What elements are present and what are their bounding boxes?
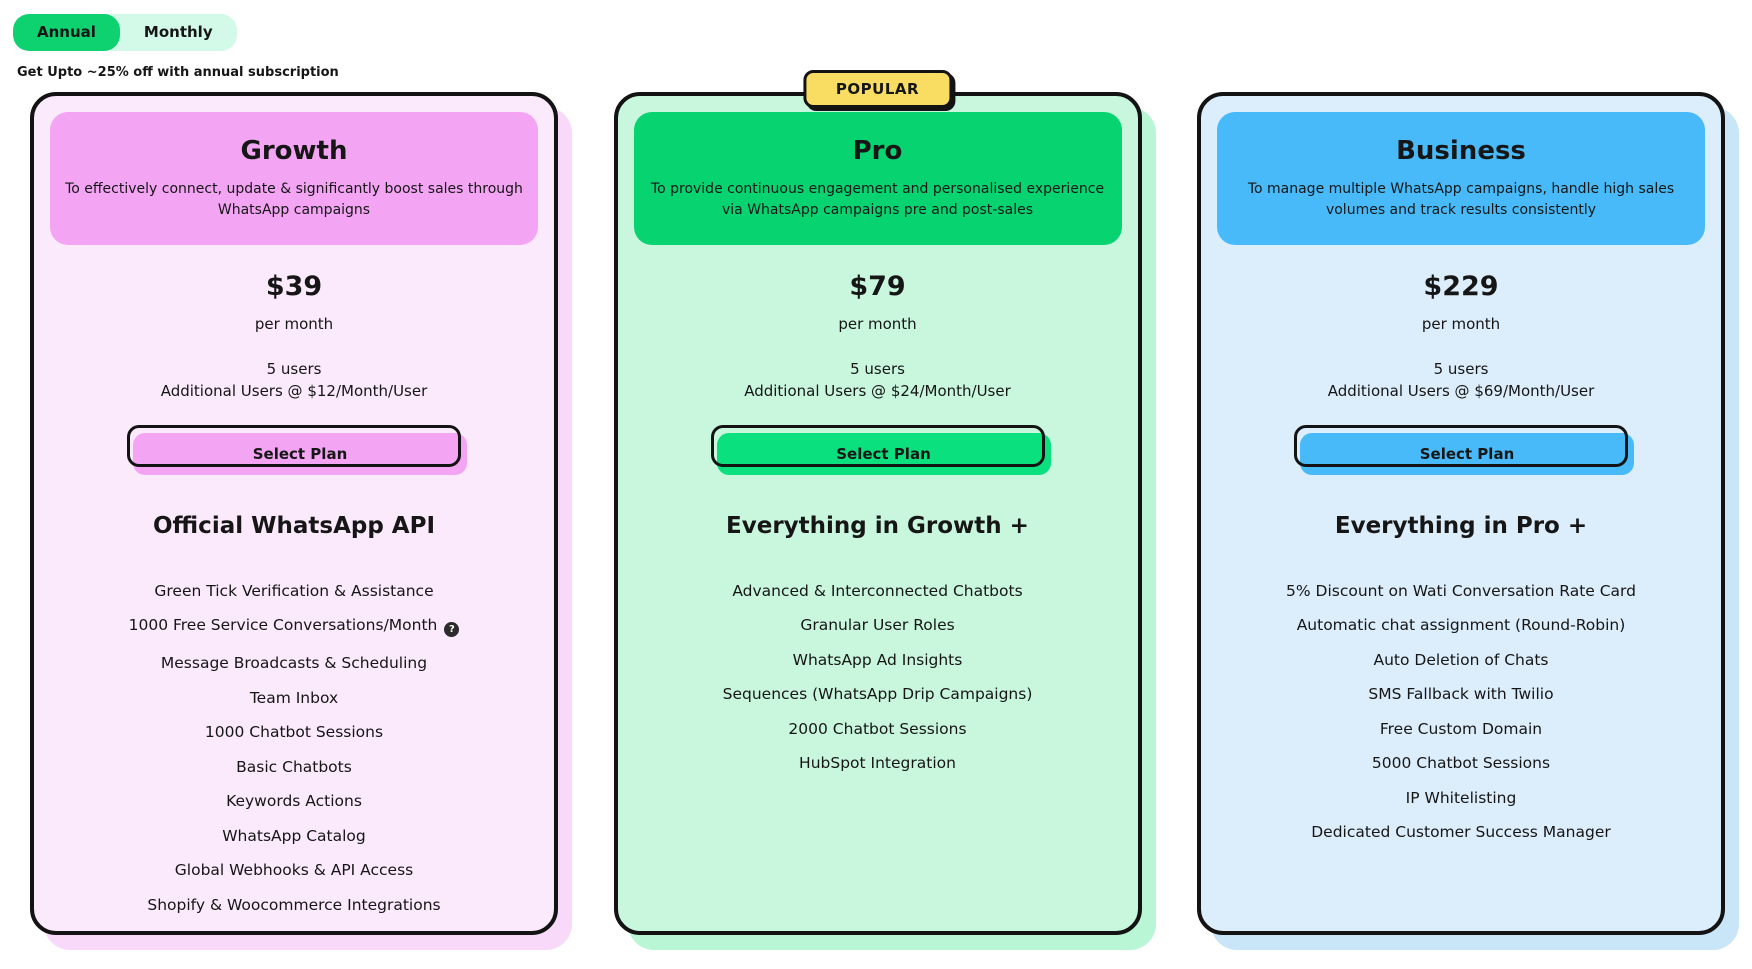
select-plan-button-business[interactable]: Select Plan: [1294, 424, 1634, 475]
feature-item: WhatsApp Ad Insights: [792, 650, 963, 669]
feature-item: 1000 Free Service Conversations/Month?: [34, 616, 554, 637]
plan-description: To effectively connect, update & signifi…: [65, 181, 523, 218]
plan-header-business: Business To manage multiple WhatsApp cam…: [1217, 112, 1705, 245]
feature-item: Granular User Roles: [800, 616, 955, 634]
select-plan-label: Select Plan: [1300, 432, 1634, 475]
plan-description: To manage multiple WhatsApp campaigns, h…: [1247, 181, 1675, 218]
additional-users: Additional Users @ $24/Month/User: [744, 381, 1011, 400]
button-outline: [710, 424, 1045, 467]
features-heading: Official WhatsApp API: [152, 512, 436, 539]
plan-card-pro: POPULAR Pro To provide continuous engage…: [613, 70, 1142, 935]
feature-item: Auto Deletion of Chats: [1373, 650, 1549, 669]
plan-header-growth: Growth To effectively connect, update & …: [50, 112, 538, 245]
included-users: 5 users: [266, 360, 322, 378]
additional-users: Additional Users @ $69/Month/User: [1327, 381, 1595, 400]
discount-note: Get Upto ~25% off with annual subscripti…: [17, 65, 339, 80]
plan-description: To provide continuous engagement and per…: [650, 181, 1105, 218]
plan-name: Business: [1396, 136, 1526, 166]
feature-item: WhatsApp Catalog: [222, 826, 366, 845]
additional-users: Additional Users @ $12/Month/User: [160, 381, 428, 400]
feature-item: Global Webhooks & API Access: [174, 861, 414, 879]
feature-item: 1000 Chatbot Sessions: [204, 723, 384, 741]
feature-list-pro: Advanced & Interconnected Chatbots Granu…: [618, 581, 1138, 772]
select-plan-button-pro[interactable]: Select Plan: [710, 424, 1051, 475]
feature-item: Sequences (WhatsApp Drip Campaigns): [722, 685, 1033, 703]
plan-header-pro: Pro To provide continuous engagement and…: [633, 112, 1122, 245]
plan-card-growth: Growth To effectively connect, update & …: [30, 92, 558, 935]
included-users: 5 users: [850, 360, 905, 378]
plan-period: per month: [1421, 315, 1501, 333]
plan-period: per month: [254, 315, 334, 333]
feature-item: IP Whitelisting: [1405, 788, 1517, 807]
features-heading: Everything in Pro +: [1334, 512, 1588, 539]
feature-item: Team Inbox: [249, 688, 339, 707]
plan-users: 5 users Additional Users @ $24/Month/Use…: [618, 359, 1138, 403]
plan-users: 5 users Additional Users @ $69/Month/Use…: [1201, 359, 1721, 403]
features-heading: Everything in Growth +: [726, 512, 1029, 539]
billing-period-toggle: Annual Monthly: [13, 14, 237, 51]
feature-item: Message Broadcasts & Scheduling: [160, 654, 428, 672]
select-plan-button-growth[interactable]: Select Plan: [127, 424, 467, 475]
feature-item: Advanced & Interconnected Chatbots: [732, 581, 1023, 600]
included-users: 5 users: [1433, 360, 1489, 378]
billing-toggle-area: Annual Monthly Get Upto ~25% off with an…: [13, 14, 339, 80]
feature-item: Free Custom Domain: [1379, 719, 1543, 738]
plan-name: Growth: [240, 136, 348, 166]
toggle-annual[interactable]: Annual: [13, 14, 120, 51]
plan-price: $79: [849, 271, 906, 302]
button-outline: [1294, 424, 1628, 467]
plan-card-business: Business To manage multiple WhatsApp cam…: [1197, 92, 1725, 935]
feature-item: SMS Fallback with Twilio: [1368, 685, 1554, 703]
feature-item: Green Tick Verification & Assistance: [154, 581, 434, 600]
plan-name: Pro: [852, 136, 903, 166]
pricing-cards-row: Growth To effectively connect, update & …: [30, 70, 1725, 935]
feature-item: 2000 Chatbot Sessions: [788, 719, 967, 738]
plan-price: $39: [265, 271, 323, 302]
feature-item: Shopify & Woocommerce Integrations: [147, 895, 441, 914]
feature-item: HubSpot Integration: [799, 754, 956, 772]
feature-item: Basic Chatbots: [236, 757, 352, 776]
plan-price: $229: [1423, 271, 1499, 302]
feature-item: Automatic chat assignment (Round-Robin): [1296, 616, 1626, 634]
feature-item: Dedicated Customer Success Manager: [1311, 823, 1611, 841]
feature-text: 1000 Free Service Conversations/Month: [128, 616, 438, 634]
toggle-monthly[interactable]: Monthly: [143, 23, 213, 41]
feature-item: 5000 Chatbot Sessions: [1371, 754, 1551, 772]
feature-item: 5% Discount on Wati Conversation Rate Ca…: [1286, 581, 1636, 600]
feature-list-business: 5% Discount on Wati Conversation Rate Ca…: [1201, 581, 1721, 841]
plan-period: per month: [838, 315, 917, 333]
select-plan-label: Select Plan: [716, 432, 1051, 475]
help-icon[interactable]: ?: [444, 622, 460, 637]
button-outline: [127, 424, 461, 467]
select-plan-label: Select Plan: [133, 432, 467, 475]
feature-item: Keywords Actions: [226, 792, 362, 810]
plan-users: 5 users Additional Users @ $12/Month/Use…: [34, 359, 554, 403]
feature-list-growth: Green Tick Verification & Assistance 100…: [34, 581, 554, 914]
popular-badge: POPULAR: [802, 70, 953, 108]
